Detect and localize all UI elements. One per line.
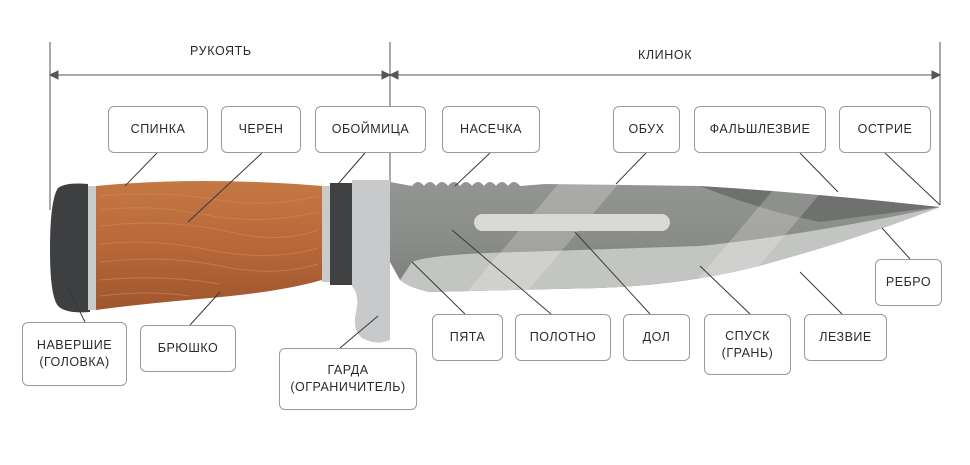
label-obukh: ОБУХ — [613, 106, 680, 153]
label-spinka: СПИНКА — [108, 106, 208, 153]
leader-lines — [67, 152, 941, 349]
label-oboymitsa: ОБОЙМИЦА — [315, 106, 426, 153]
label-polotno: ПОЛОТНО — [515, 314, 611, 361]
label-pyata: ПЯТА — [432, 314, 503, 361]
pommel — [50, 183, 90, 313]
handle-dimension-label: РУКОЯТЬ — [190, 44, 252, 58]
label-nasechka: НАСЕЧКА — [442, 106, 540, 153]
wood-grain — [99, 193, 319, 297]
ferrule — [330, 183, 352, 285]
label-spusk: СПУСК (ГРАНЬ) — [704, 314, 791, 375]
dimension-lines — [48, 42, 942, 210]
pommel-spacer — [88, 186, 96, 310]
label-falshlezvie: ФАЛЬШЛЕЗВИЕ — [694, 106, 826, 153]
grip-wood — [96, 181, 322, 310]
label-cheren: ЧЕРЕН — [221, 106, 301, 153]
ferrule-spacer — [322, 186, 330, 282]
label-rebro: РЕБРО — [875, 259, 942, 306]
guard — [352, 180, 390, 343]
blade-dimension-label: КЛИНОК — [638, 48, 693, 62]
label-dol: ДОЛ — [623, 314, 690, 361]
label-bryushko: БРЮШКО — [140, 325, 236, 372]
label-ostrie: ОСТРИЕ — [839, 106, 931, 153]
fuller — [474, 214, 670, 231]
label-navershie: НАВЕРШИЕ (ГОЛОВКА) — [22, 322, 127, 386]
label-garda: ГАРДА (ОГРАНИЧИТЕЛЬ) — [279, 348, 417, 410]
label-lezvie: ЛЕЗВИЕ — [804, 314, 887, 361]
